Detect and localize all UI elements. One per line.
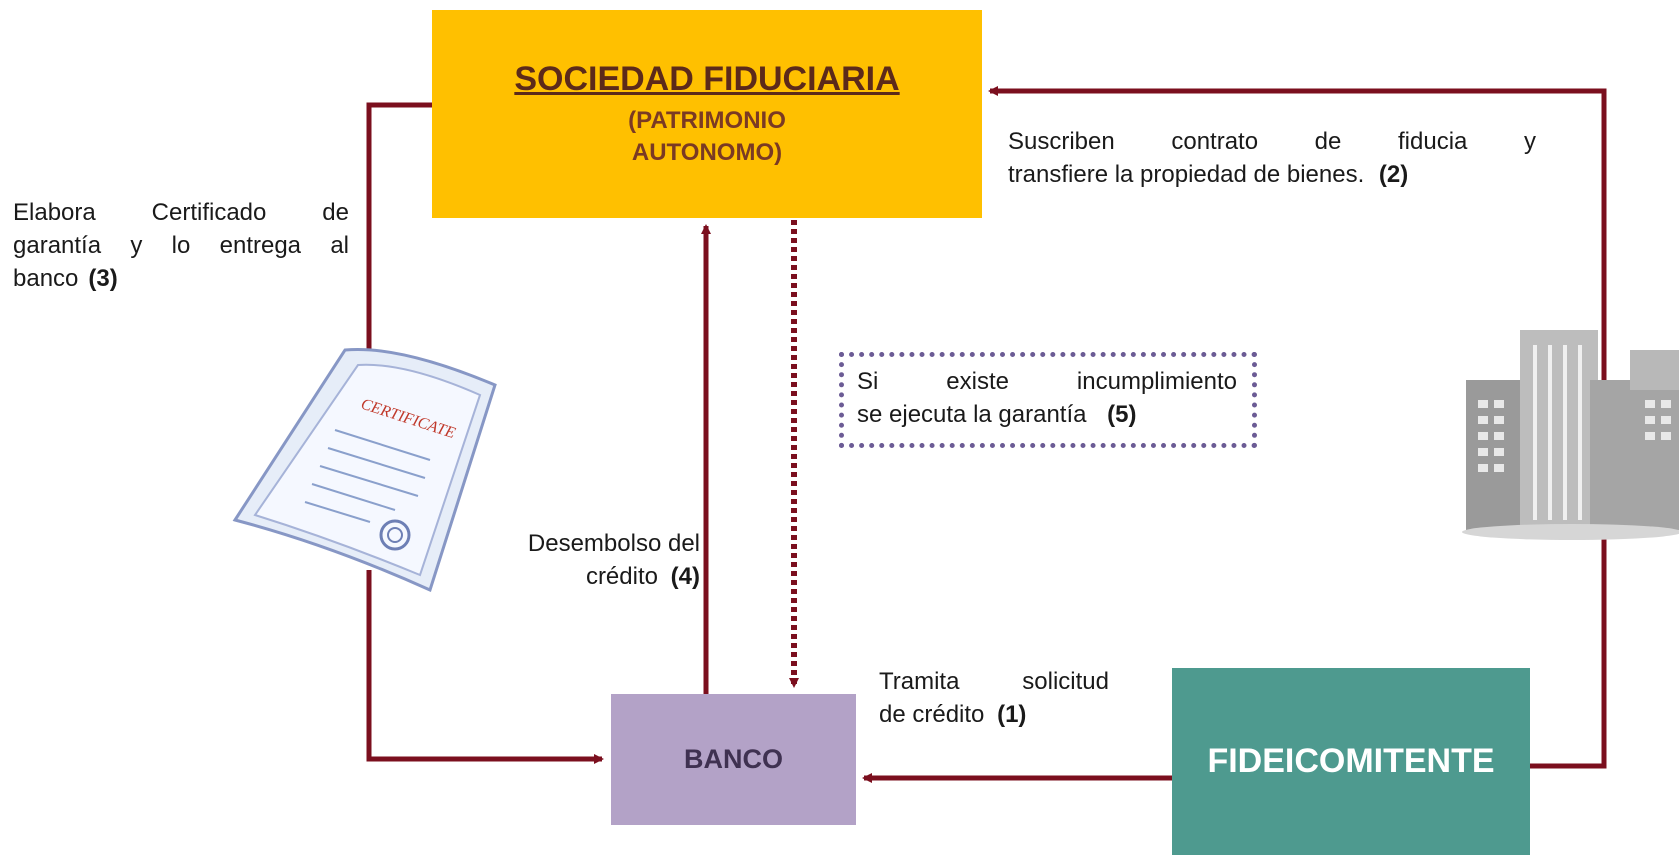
arrow-sociedad-to-banco-left bbox=[366, 102, 432, 350]
step-4-label: Desembolso del crédito (4) bbox=[460, 527, 700, 593]
step-5-note-box bbox=[839, 352, 1257, 448]
step-3-label: Elabora Certificado de garantía y lo ent… bbox=[13, 196, 349, 295]
step-4-number: (4) bbox=[670, 563, 700, 590]
step-1-number: (1) bbox=[997, 701, 1027, 728]
step-2-line-2: transfiere la propiedad de bienes. bbox=[1008, 161, 1365, 188]
sociedad-subtitle-2: AUTONOMO) bbox=[631, 138, 783, 166]
step-3-line-2: garantía y lo entrega al bbox=[13, 232, 349, 259]
step-3-line-3: banco bbox=[13, 265, 79, 292]
step-1-line-1: Tramita solicitud bbox=[879, 668, 1109, 695]
node-sociedad-fiduciaria: SOCIEDAD FIDUCIARIA (PATRIMONIO AUTONOMO… bbox=[432, 10, 982, 218]
step-3-number: (3) bbox=[88, 265, 118, 292]
step-1-label: Tramita solicitud de crédito (1) bbox=[879, 665, 1109, 731]
step-5-number: (5) bbox=[1107, 401, 1137, 428]
step-5-line-1: Si existe incumplimiento bbox=[857, 368, 1237, 395]
banco-label: BANCO bbox=[684, 744, 783, 774]
step-5-line-2: se ejecuta la garantía bbox=[857, 401, 1087, 428]
sociedad-subtitle-1: (PATRIMONIO bbox=[628, 106, 786, 134]
node-banco: BANCO bbox=[611, 694, 856, 825]
step-4-line-2: crédito bbox=[585, 563, 658, 590]
step-2-number: (2) bbox=[1378, 161, 1409, 188]
step-4-line-1: Desembolso del bbox=[527, 530, 700, 557]
step-3-line-1: Elabora Certificado de bbox=[13, 199, 349, 226]
buildings-icon bbox=[1462, 330, 1679, 540]
step-1-line-2: de crédito bbox=[879, 701, 985, 728]
step-5-label: Si existe incumplimiento se ejecuta la g… bbox=[857, 365, 1237, 431]
fideicomitente-label: FIDEICOMITENTE bbox=[1207, 742, 1495, 780]
step-2-label: Suscriben contrato de fiducia y transfie… bbox=[1008, 125, 1536, 191]
sociedad-title: SOCIEDAD FIDUCIARIA bbox=[514, 59, 900, 98]
node-fideicomitente: FIDEICOMITENTE bbox=[1172, 668, 1530, 855]
step-2-line-1: Suscriben contrato de fiducia y bbox=[1008, 128, 1536, 155]
arrow-certificate-to-banco bbox=[366, 570, 604, 764]
certificate-icon: CERTIFICATE bbox=[232, 347, 497, 593]
